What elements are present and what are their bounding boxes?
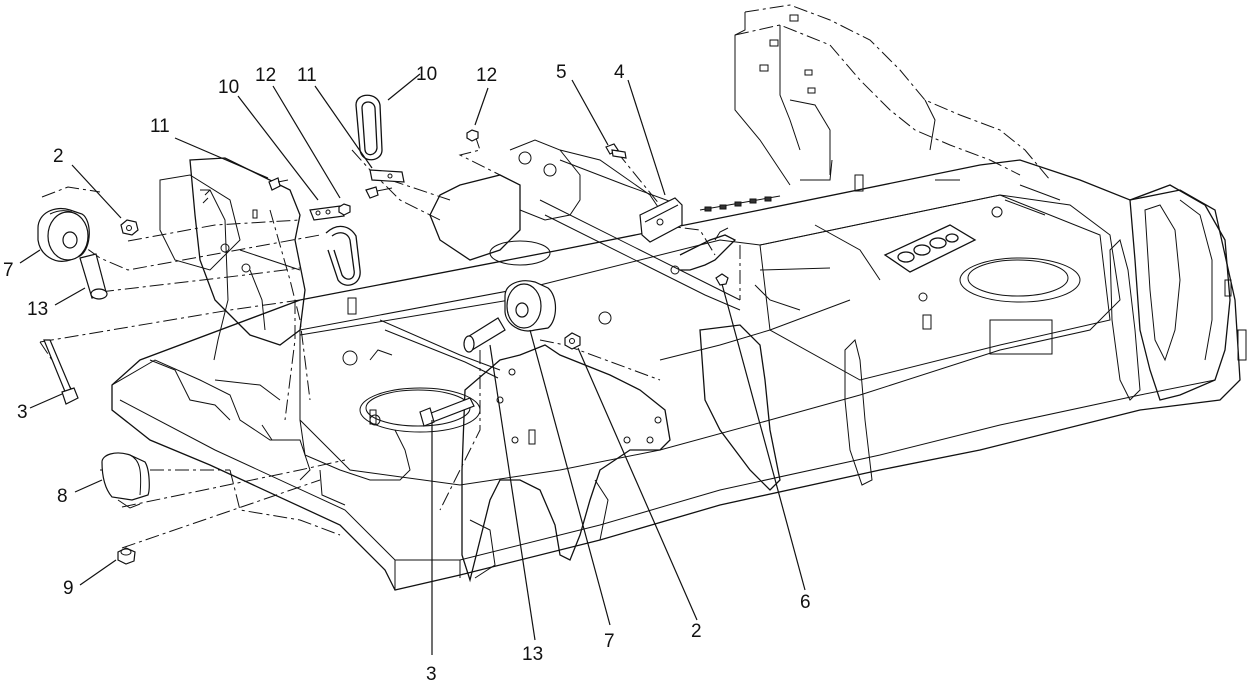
bolt-left [43, 339, 79, 405]
pin-handle-left [309, 205, 361, 286]
bracket-4 [639, 197, 683, 243]
callout-12-upper: 12 [476, 65, 497, 86]
callout-13-left: 13 [27, 299, 48, 320]
callout-4: 4 [614, 62, 625, 83]
anti-scalp-wheel-center [504, 280, 557, 332]
callout-11-left: 11 [150, 116, 170, 137]
pin-handle-upper [355, 94, 405, 183]
deck-decal [699, 195, 977, 273]
bolt-center [419, 397, 475, 427]
cable-6 [679, 227, 737, 286]
deck-struts [299, 159, 1061, 425]
spacer-center [463, 317, 506, 353]
bolt-11-left [268, 177, 289, 191]
pin-5 [605, 143, 627, 159]
callout-3-center: 3 [426, 664, 437, 685]
anti-scalp-wheel-left [37, 207, 90, 262]
callout-3-left: 3 [17, 402, 28, 423]
callout-5: 5 [556, 62, 567, 83]
callout-7-center: 7 [604, 631, 615, 652]
callout-2-center: 2 [691, 621, 702, 642]
left-side-plates [111, 157, 411, 506]
bolt-11-upper [365, 186, 393, 199]
callout-7-left: 7 [3, 260, 14, 281]
callout-6: 6 [800, 592, 811, 613]
spacer-left [79, 253, 108, 300]
callout-13-center: 13 [522, 644, 543, 665]
leader-lines [19, 73, 806, 655]
center-brackets [429, 139, 1141, 583]
nut-12-left [338, 203, 351, 216]
nut-9 [117, 547, 136, 565]
callout-12-left: 12 [255, 65, 276, 86]
callout-8: 8 [57, 486, 68, 507]
callout-10-left: 10 [218, 77, 239, 98]
nut-left [120, 219, 139, 236]
rear-frame [734, 4, 1051, 186]
callout-labels: 11 10 12 11 10 12 5 4 2 7 13 3 8 9 3 13 … [3, 62, 811, 685]
nut-center [564, 332, 581, 350]
callout-10-upper: 10 [416, 64, 437, 85]
deck-shell [111, 159, 1247, 591]
callout-2-left: 2 [53, 146, 64, 167]
spindle-openings [342, 206, 1081, 433]
callout-11-upper: 11 [297, 65, 317, 86]
nut-12-upper [466, 129, 479, 142]
skid-bumper [101, 452, 150, 509]
callout-9: 9 [63, 578, 74, 599]
